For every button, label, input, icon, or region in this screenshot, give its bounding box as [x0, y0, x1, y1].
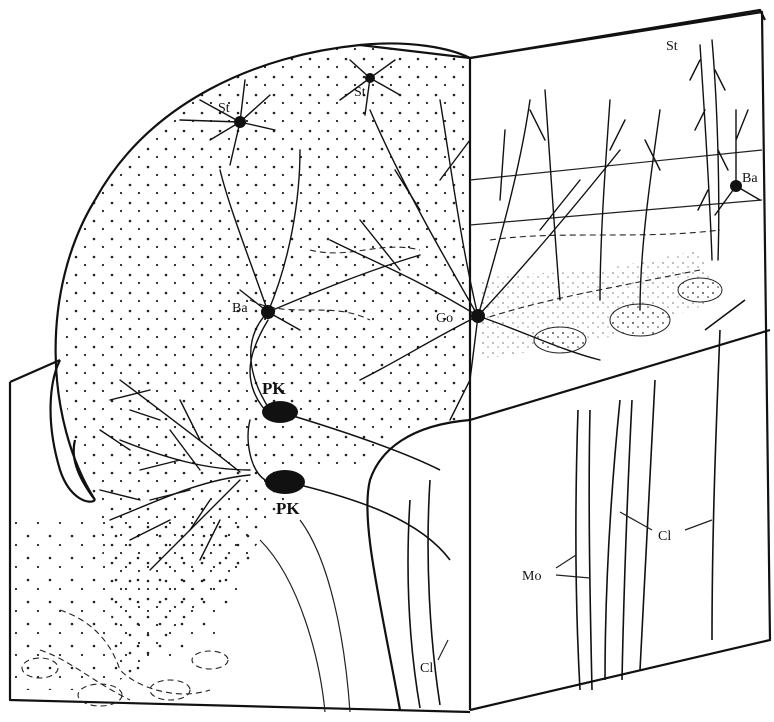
- basket-cell-right: [715, 110, 760, 215]
- label-pk-lower: PK: [276, 499, 300, 518]
- label-mo: Mo: [522, 569, 541, 584]
- granular-layer-dots: [10, 520, 253, 690]
- stellate-cell-right: [690, 40, 728, 260]
- label-st-right: St: [666, 39, 678, 54]
- label-st-mid: St: [354, 85, 366, 100]
- mossy-fibers: [576, 400, 632, 690]
- label-cl-bottom: Cl: [420, 661, 433, 676]
- block-outline: [10, 10, 770, 712]
- label-ba-right: Ba: [742, 171, 758, 186]
- label-ba-left: Ba: [232, 301, 248, 316]
- label-cl-right: Cl: [658, 529, 671, 544]
- label-st-left: St: [218, 101, 230, 116]
- label-go: Go: [436, 311, 453, 326]
- label-pk-upper: PK: [262, 379, 286, 398]
